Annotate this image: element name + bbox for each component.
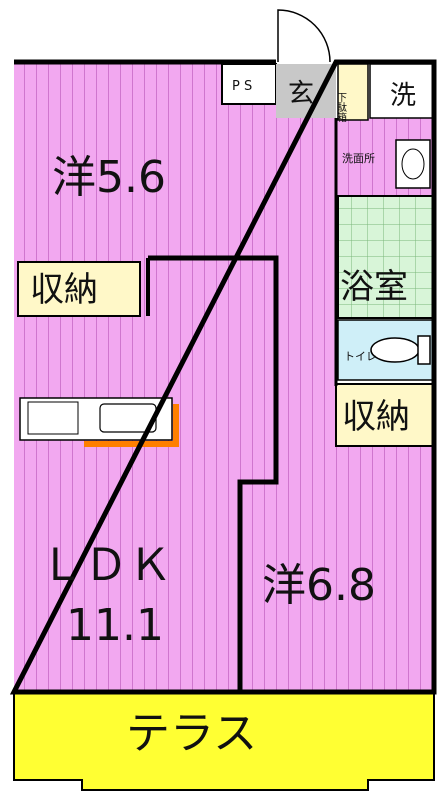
- room-label-laundry: 洗: [390, 81, 416, 111]
- stove-icon: [27, 401, 79, 435]
- room-label-shoe-box: 下駄箱: [335, 92, 347, 123]
- room-label-ldk: ＬＤＫ: [40, 540, 172, 591]
- entry-door-swing: [277, 9, 331, 63]
- room-label-storage-1: 収納: [30, 270, 98, 310]
- washbasin-icon: [395, 139, 431, 189]
- terrace-area: [13, 691, 435, 791]
- kitchen-accent: [84, 404, 179, 447]
- room-label-storage-2: 収納: [342, 397, 410, 437]
- washbasin-bowl-icon: [401, 148, 425, 180]
- room-label-western-1: 洋5.6: [52, 152, 166, 203]
- ps-shaft: [221, 63, 277, 105]
- room-label-entrance: 玄: [288, 79, 314, 109]
- room-ldk-area: [14, 256, 276, 691]
- room-label-toilet: トイレ: [344, 350, 377, 363]
- toilet-tank-icon: [417, 335, 431, 365]
- entrance-floor: [276, 64, 336, 118]
- walls: [9, 59, 437, 695]
- room-label-ldk-size: 11.1: [66, 600, 164, 651]
- room-label-bath: 浴室: [340, 267, 408, 307]
- room-label-western-2: 洋6.8: [262, 560, 376, 611]
- bathroom-area: [337, 195, 435, 319]
- room-label-terrace: テラス: [126, 708, 257, 759]
- toilet-icon: [370, 337, 420, 363]
- room-label-washroom: 洗面所: [342, 152, 375, 165]
- storage-closet-1: [17, 261, 141, 317]
- room-label-ps: P S: [232, 79, 252, 94]
- storage-closet-2: [335, 383, 435, 447]
